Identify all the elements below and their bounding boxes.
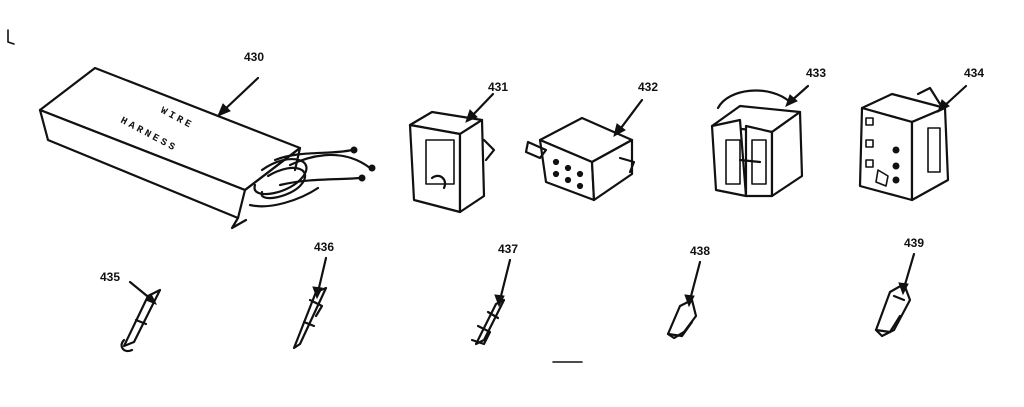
callout-433: 433 [806, 66, 827, 80]
callout-439: 439 [904, 236, 925, 250]
leader-arrow-432 [616, 98, 644, 134]
leader-arrow-436 [316, 256, 328, 294]
connector-432 [524, 116, 636, 202]
callout-438: 438 [690, 244, 711, 258]
callout-435: 435 [100, 270, 121, 284]
callout-431: 431 [488, 80, 509, 94]
leader-arrow-430 [220, 76, 260, 114]
callout-432: 432 [638, 80, 659, 94]
terminal-438 [666, 298, 698, 340]
leader-arrow-437 [498, 258, 512, 302]
terminal-436 [292, 286, 328, 350]
callout-436: 436 [314, 240, 335, 254]
connector-431 [408, 110, 496, 214]
callout-434: 434 [964, 66, 985, 80]
connector-434 [858, 86, 950, 202]
connector-433 [710, 89, 804, 198]
leader-arrow-439 [902, 252, 916, 290]
leader-arrow-438 [688, 260, 702, 302]
callout-430: 430 [244, 50, 265, 64]
terminal-439 [874, 282, 912, 338]
terminal-435 [120, 288, 162, 353]
wire-harness-box: WIRE HARNESS [38, 66, 376, 230]
callout-437: 437 [498, 242, 519, 256]
scan-mark [7, 29, 15, 45]
